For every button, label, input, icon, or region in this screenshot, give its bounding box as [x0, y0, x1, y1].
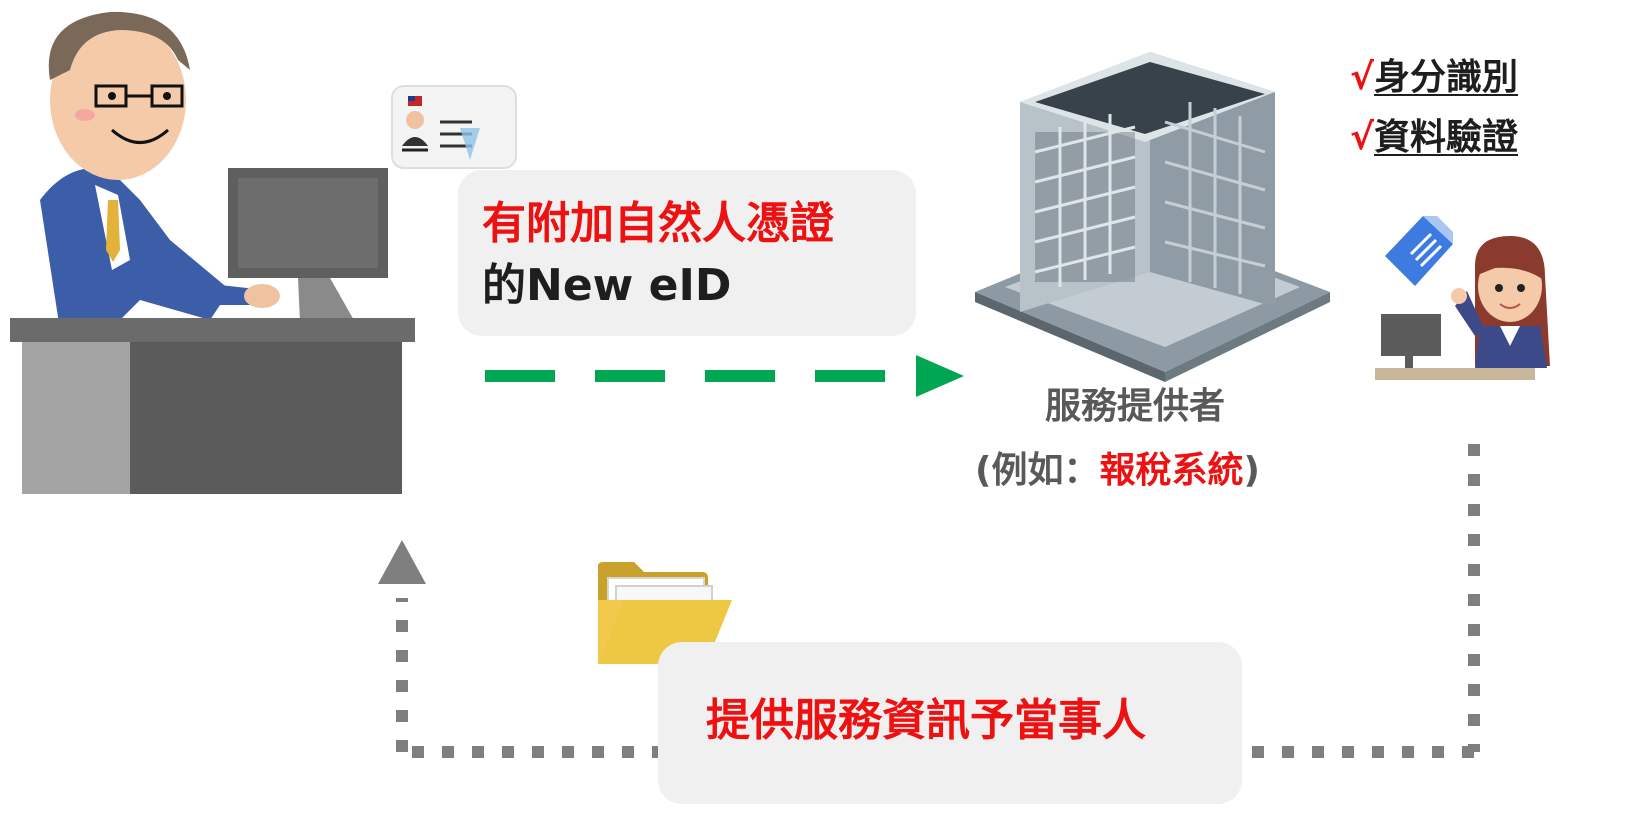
return-arrow	[378, 444, 1480, 758]
woman-at-computer-illustration	[1375, 216, 1550, 380]
return-label: 提供服務資訊予當事人	[706, 695, 1146, 746]
check-mark: √	[1350, 117, 1375, 158]
provider-example: (例如：報稅系統)	[975, 448, 1260, 494]
provider-example-highlight: 報稅系統	[1099, 450, 1244, 491]
sender-label-line2: 的New eID	[482, 260, 732, 311]
check-mark: √	[1350, 57, 1375, 98]
check-item-data-verification: √資料驗證	[1350, 117, 1518, 159]
office-building-icon	[975, 52, 1330, 382]
id-card-icon	[391, 85, 517, 169]
check-item-identity: √身分識別	[1350, 57, 1518, 99]
man-at-computer-illustration	[10, 11, 415, 494]
check-text: 身分識別	[1374, 57, 1519, 98]
document-icon	[1385, 216, 1453, 286]
provider-name: 服務提供者	[1045, 386, 1226, 427]
return-label-box: 提供服務資訊予當事人	[658, 642, 1242, 804]
provider-example-close: )	[1243, 450, 1260, 491]
send-arrow	[485, 355, 964, 397]
sender-label-box: 有附加自然人憑證 的New eID	[458, 170, 916, 336]
check-text: 資料驗證	[1374, 117, 1519, 158]
provider-example-open: (例如：	[975, 450, 1100, 491]
sender-label-line1: 有附加自然人憑證	[482, 198, 834, 249]
